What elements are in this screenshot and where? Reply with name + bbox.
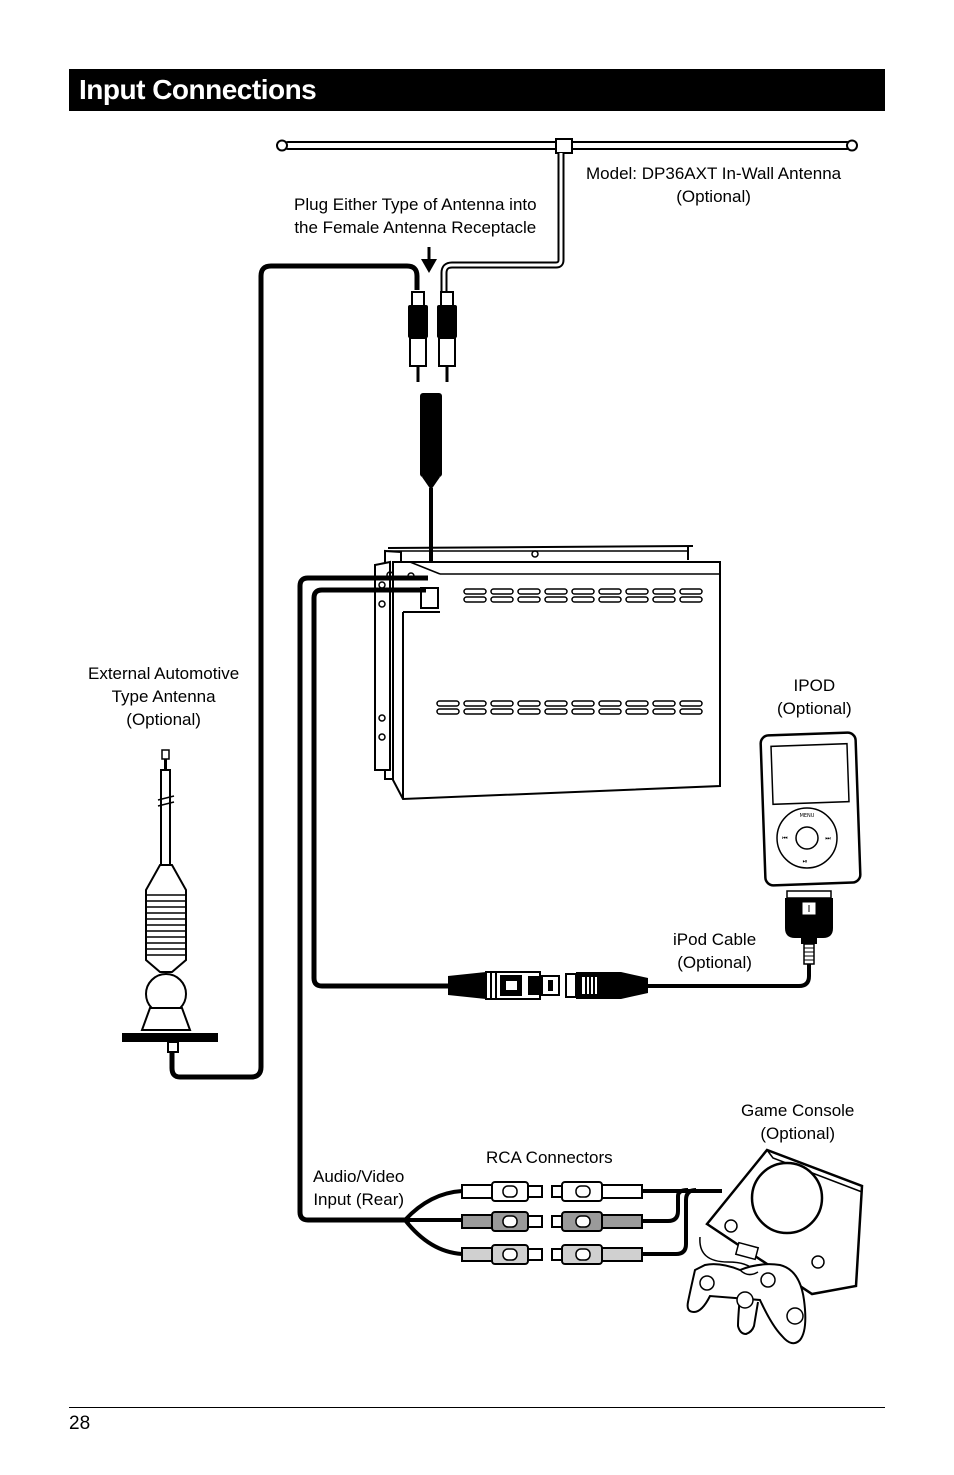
automotive-antenna-icon [122,749,218,1053]
external-antenna-label-line1: External Automotive [88,664,240,683]
svg-text:⏮: ⏮ [782,835,788,842]
footer-divider [69,1407,885,1408]
antenna-receptacle-icon [420,393,442,590]
rca-connector-pair-1-icon [461,1181,643,1202]
ipod-cable-label: iPod Cable (Optional) [673,928,756,974]
ipod-cable-label-line2: (Optional) [677,953,752,972]
ipod-label-line1: IPOD [793,676,836,695]
plug-instruction-line2: the Female Antenna Receptacle [294,218,537,237]
ipod-cable-connector-left-icon [448,971,560,1000]
page-number: 28 [69,1413,91,1434]
ipod-cable-connector-right-icon [565,972,648,999]
plug-instruction-label: Plug Either Type of Antenna into the Fem… [294,193,537,239]
ipod-label-line2: (Optional) [777,699,852,718]
external-antenna-cable [169,263,420,1080]
in-wall-antenna-label-line2: (Optional) [676,187,751,206]
svg-text:⏭: ⏭ [825,835,831,842]
rca-connector-pair-2-icon [461,1211,643,1232]
ipod-cable [640,964,811,988]
game-console-label-line2: (Optional) [760,1124,836,1143]
tuner-unit-icon [374,545,721,801]
ipod-icon: MENU ⏮ ⏭ ⏯ [759,731,862,887]
av-input-label: Audio/Video Input (Rear) [313,1165,404,1211]
plug-instruction-line1: Plug Either Type of Antenna into [294,195,537,214]
game-controller-icon [686,1263,807,1345]
game-console-cables [642,1188,722,1256]
antenna-plug-right-icon [437,291,457,382]
external-antenna-label: External Automotive Type Antenna (Option… [88,662,239,731]
page-title: Input Connections [79,74,317,105]
antenna-plug-left-icon [408,291,428,382]
rca-connectors-label: RCA Connectors [486,1148,613,1167]
external-antenna-label-line3: (Optional) [126,710,201,729]
down-arrow-icon [421,247,437,273]
section-title-bar: Input Connections [69,69,885,111]
rca-connector-pair-3-icon [461,1244,643,1265]
av-input-label-line2: Input (Rear) [313,1190,405,1209]
svg-text:MENU: MENU [800,813,815,819]
svg-text:⏯: ⏯ [803,858,808,865]
ipod-label: IPOD (Optional) [777,674,852,720]
in-wall-antenna-label-line1: Model: DP36AXT In-Wall Antenna [586,164,842,183]
av-input-cable [297,575,428,1223]
in-wall-antenna-icon [276,138,858,292]
game-console-label-line1: Game Console [741,1101,855,1120]
rca-fanout-cables [403,1189,463,1256]
ipod-dock-connector-icon [785,890,833,965]
ipod-cable-label-line1: iPod Cable [673,930,757,949]
av-input-label-line1: Audio/Video [313,1167,405,1186]
ipod-input-cable [311,587,448,989]
external-antenna-label-line2: Type Antenna [111,687,216,706]
game-console-label: Game Console (Optional) [741,1099,854,1145]
in-wall-antenna-label: Model: DP36AXT In-Wall Antenna (Optional… [586,162,841,208]
